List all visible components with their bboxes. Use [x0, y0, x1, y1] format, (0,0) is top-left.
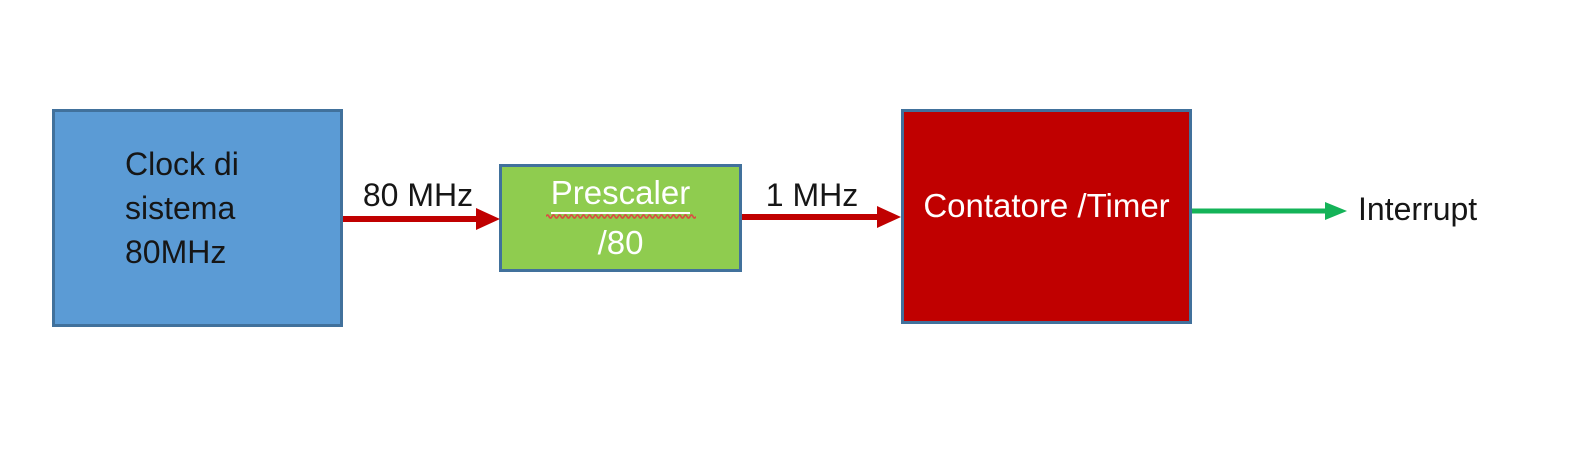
- prescaler-title: Prescaler: [545, 173, 696, 220]
- output-label-interrupt: Interrupt: [1358, 191, 1478, 227]
- prescaler-subtitle: /80: [597, 223, 644, 261]
- node-prescaler: Prescaler /80: [499, 164, 742, 272]
- system-clock-line-2: sistema: [125, 190, 236, 226]
- node-system-clock: Clock di sistema 80MHz: [52, 109, 343, 327]
- arrow-counter-to-interrupt-head: [1325, 202, 1347, 220]
- prescaler-title-text: Prescaler: [550, 173, 691, 214]
- spellcheck-squiggle-underline: [545, 213, 696, 219]
- arrow-label-1mhz: 1 MHz: [765, 177, 859, 213]
- arrow-label-80mhz: 80 MHz: [362, 177, 474, 213]
- system-clock-line-1: Clock di: [125, 146, 239, 182]
- node-counter-timer: Contatore /Timer: [901, 109, 1192, 324]
- counter-timer-label: Contatore /Timer: [923, 186, 1170, 224]
- system-clock-line-3: 80MHz: [125, 234, 227, 270]
